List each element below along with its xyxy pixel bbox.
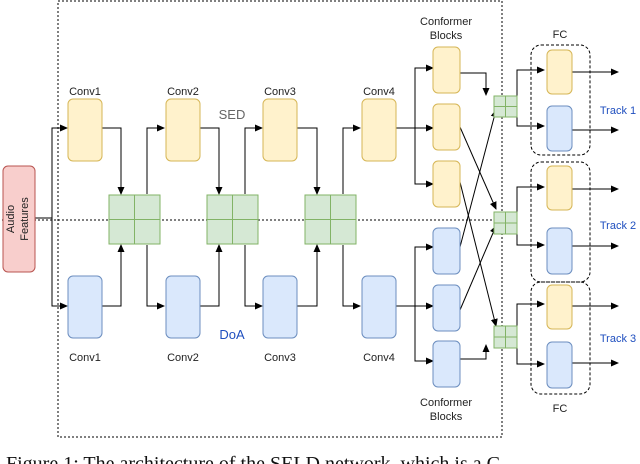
fc-label-top: FC (553, 29, 568, 41)
fc-label-bottom: FC (553, 403, 568, 415)
sed-conformer-block-3 (432, 160, 461, 208)
fc-sed-track2-block (546, 165, 573, 211)
fusion-grid-2 (206, 194, 259, 245)
sed-conv3-block (262, 98, 298, 162)
audio-features-label-line1: Audio (5, 205, 17, 233)
conv4-label-bottom: Conv4 (363, 352, 395, 364)
sed-conv4-block (361, 98, 397, 162)
track3-label: Track 3 (600, 333, 636, 345)
conv3-label-top: Conv3 (264, 86, 296, 98)
fc-sed-track3-block (546, 284, 573, 330)
sed-conv1-block (67, 98, 103, 162)
sed-conv2-block (165, 98, 201, 162)
fc-doa-track1-block (546, 105, 573, 152)
sed-conformer-block-2 (432, 103, 461, 151)
conv2-label-top: Conv2 (167, 86, 199, 98)
conformer-top-label-line1: Conformer (420, 16, 472, 28)
fusion-grid-3 (304, 194, 357, 245)
connections (35, 64, 619, 368)
conv1-label-top: Conv1 (69, 86, 101, 98)
fc-group-track3 (530, 281, 591, 395)
doa-conv2-block (165, 275, 201, 339)
conv3-label-bottom: Conv3 (264, 352, 296, 364)
doa-conformer-block-3 (432, 340, 461, 388)
conformer-bottom-label-line2: Blocks (430, 411, 463, 423)
track1-label: Track 1 (600, 105, 636, 117)
doa-branch-label: DoA (219, 327, 245, 342)
track2-label: Track 2 (600, 220, 636, 232)
conformer-top-label-line2: Blocks (430, 30, 463, 42)
doa-conformer-block-2 (432, 284, 461, 332)
sed-conformer-block-1 (432, 46, 461, 94)
conformer-bottom-label-line1: Conformer (420, 397, 472, 409)
fusion-grid-1 (108, 194, 161, 245)
fc-sed-track1-block (546, 49, 573, 95)
fc-doa-track2-block (546, 227, 573, 275)
figure-caption: Figure 1: The architecture of the SELD n… (6, 453, 500, 464)
doa-conv3-block (262, 275, 298, 339)
fc-doa-track3-block (546, 341, 573, 389)
track-fusion-grid-2 (493, 211, 518, 235)
doa-conformer-block-1 (432, 227, 461, 275)
audio-features-block (2, 165, 36, 273)
doa-conv1-block (67, 275, 103, 339)
track-fusion-grid-1 (493, 95, 518, 118)
audio-features-label-line2: Features (19, 197, 31, 241)
sed-branch-label: SED (219, 107, 246, 122)
conv4-label-top: Conv4 (363, 86, 395, 98)
conv2-label-bottom: Conv2 (167, 352, 199, 364)
track-fusion-grid-3 (493, 325, 518, 349)
doa-conv4-block (361, 275, 397, 339)
conv1-label-bottom: Conv1 (69, 352, 101, 364)
